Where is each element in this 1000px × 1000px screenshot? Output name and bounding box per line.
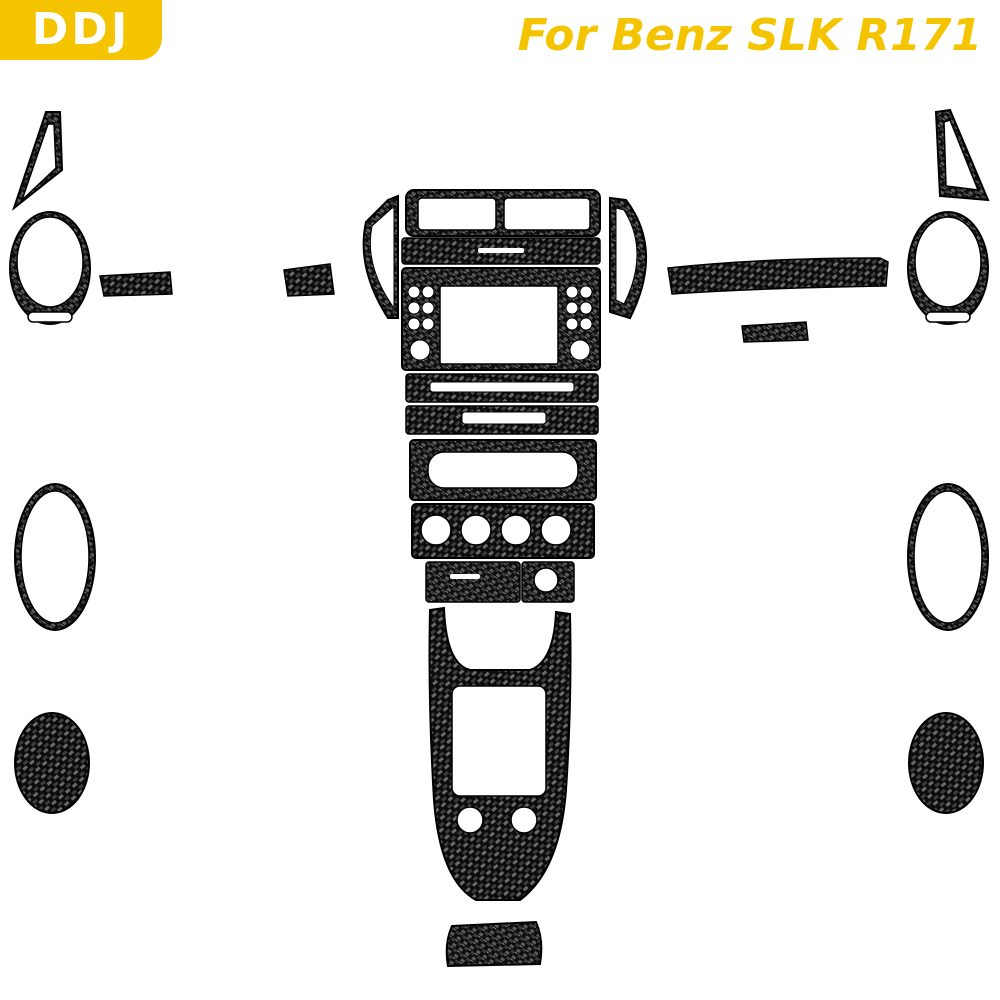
right-speaker-cover — [908, 712, 984, 814]
brand-logo: DDJ — [0, 0, 162, 60]
dash-long-strip — [667, 257, 889, 295]
left-small-strip — [99, 271, 173, 297]
right-small-cover — [741, 321, 809, 343]
bottom-cover — [445, 920, 543, 968]
left-switch-cover — [283, 263, 335, 297]
lower-switch-panel-left — [425, 561, 521, 603]
product-title: For Benz SLK R171 — [517, 10, 982, 61]
left-speaker-cover — [14, 712, 90, 814]
brand-logo-text: DDJ — [31, 4, 131, 55]
